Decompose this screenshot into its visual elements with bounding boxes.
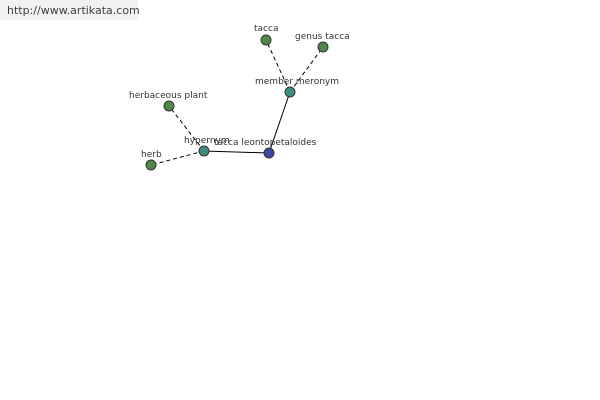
edge-member-meronym-genus-tacca <box>289 46 324 93</box>
node-label-genus-tacca: genus tacca <box>295 32 350 42</box>
node-label-member-meronym: member meronym <box>255 77 339 87</box>
node-hypernym[interactable]: hypernym <box>184 136 230 157</box>
node-circle-member-meronym[interactable] <box>284 86 296 98</box>
edge-center-member-meronym <box>268 91 291 154</box>
node-member-meronym[interactable]: member meronym <box>255 77 339 98</box>
node-herbaceous-plant[interactable]: herbaceous plant <box>129 91 208 112</box>
watermark-url[interactable]: http://www.artikata.com <box>0 0 140 20</box>
node-circle-herb[interactable] <box>145 159 157 171</box>
node-circle-center[interactable] <box>263 147 275 159</box>
node-label-tacca: tacca <box>254 24 278 34</box>
node-circle-hypernym[interactable] <box>198 145 210 157</box>
edge-hypernym-herbaceous-plant <box>168 105 205 152</box>
node-circle-herbaceous-plant[interactable] <box>163 100 175 112</box>
node-label-hypernym: hypernym <box>184 136 230 146</box>
node-label-herb: herb <box>141 150 162 160</box>
node-genus-tacca[interactable]: genus tacca <box>295 32 350 53</box>
node-circle-tacca[interactable] <box>260 34 272 46</box>
node-tacca[interactable]: tacca <box>254 24 278 46</box>
edge-member-meronym-tacca <box>265 39 291 93</box>
graph-edges <box>150 39 324 166</box>
node-circle-genus-tacca[interactable] <box>317 41 329 53</box>
node-herb[interactable]: herb <box>141 150 162 171</box>
node-label-herbaceous-plant: herbaceous plant <box>129 91 208 101</box>
graph-nodes: tacca leontopetaloides hypernym member m… <box>129 24 350 171</box>
node-label-center: tacca leontopetaloides <box>214 138 317 148</box>
edge-center-hypernym <box>203 150 270 154</box>
edge-hypernym-herb <box>150 150 205 166</box>
node-tacca-leontopetaloides[interactable]: tacca leontopetaloides <box>214 138 317 159</box>
